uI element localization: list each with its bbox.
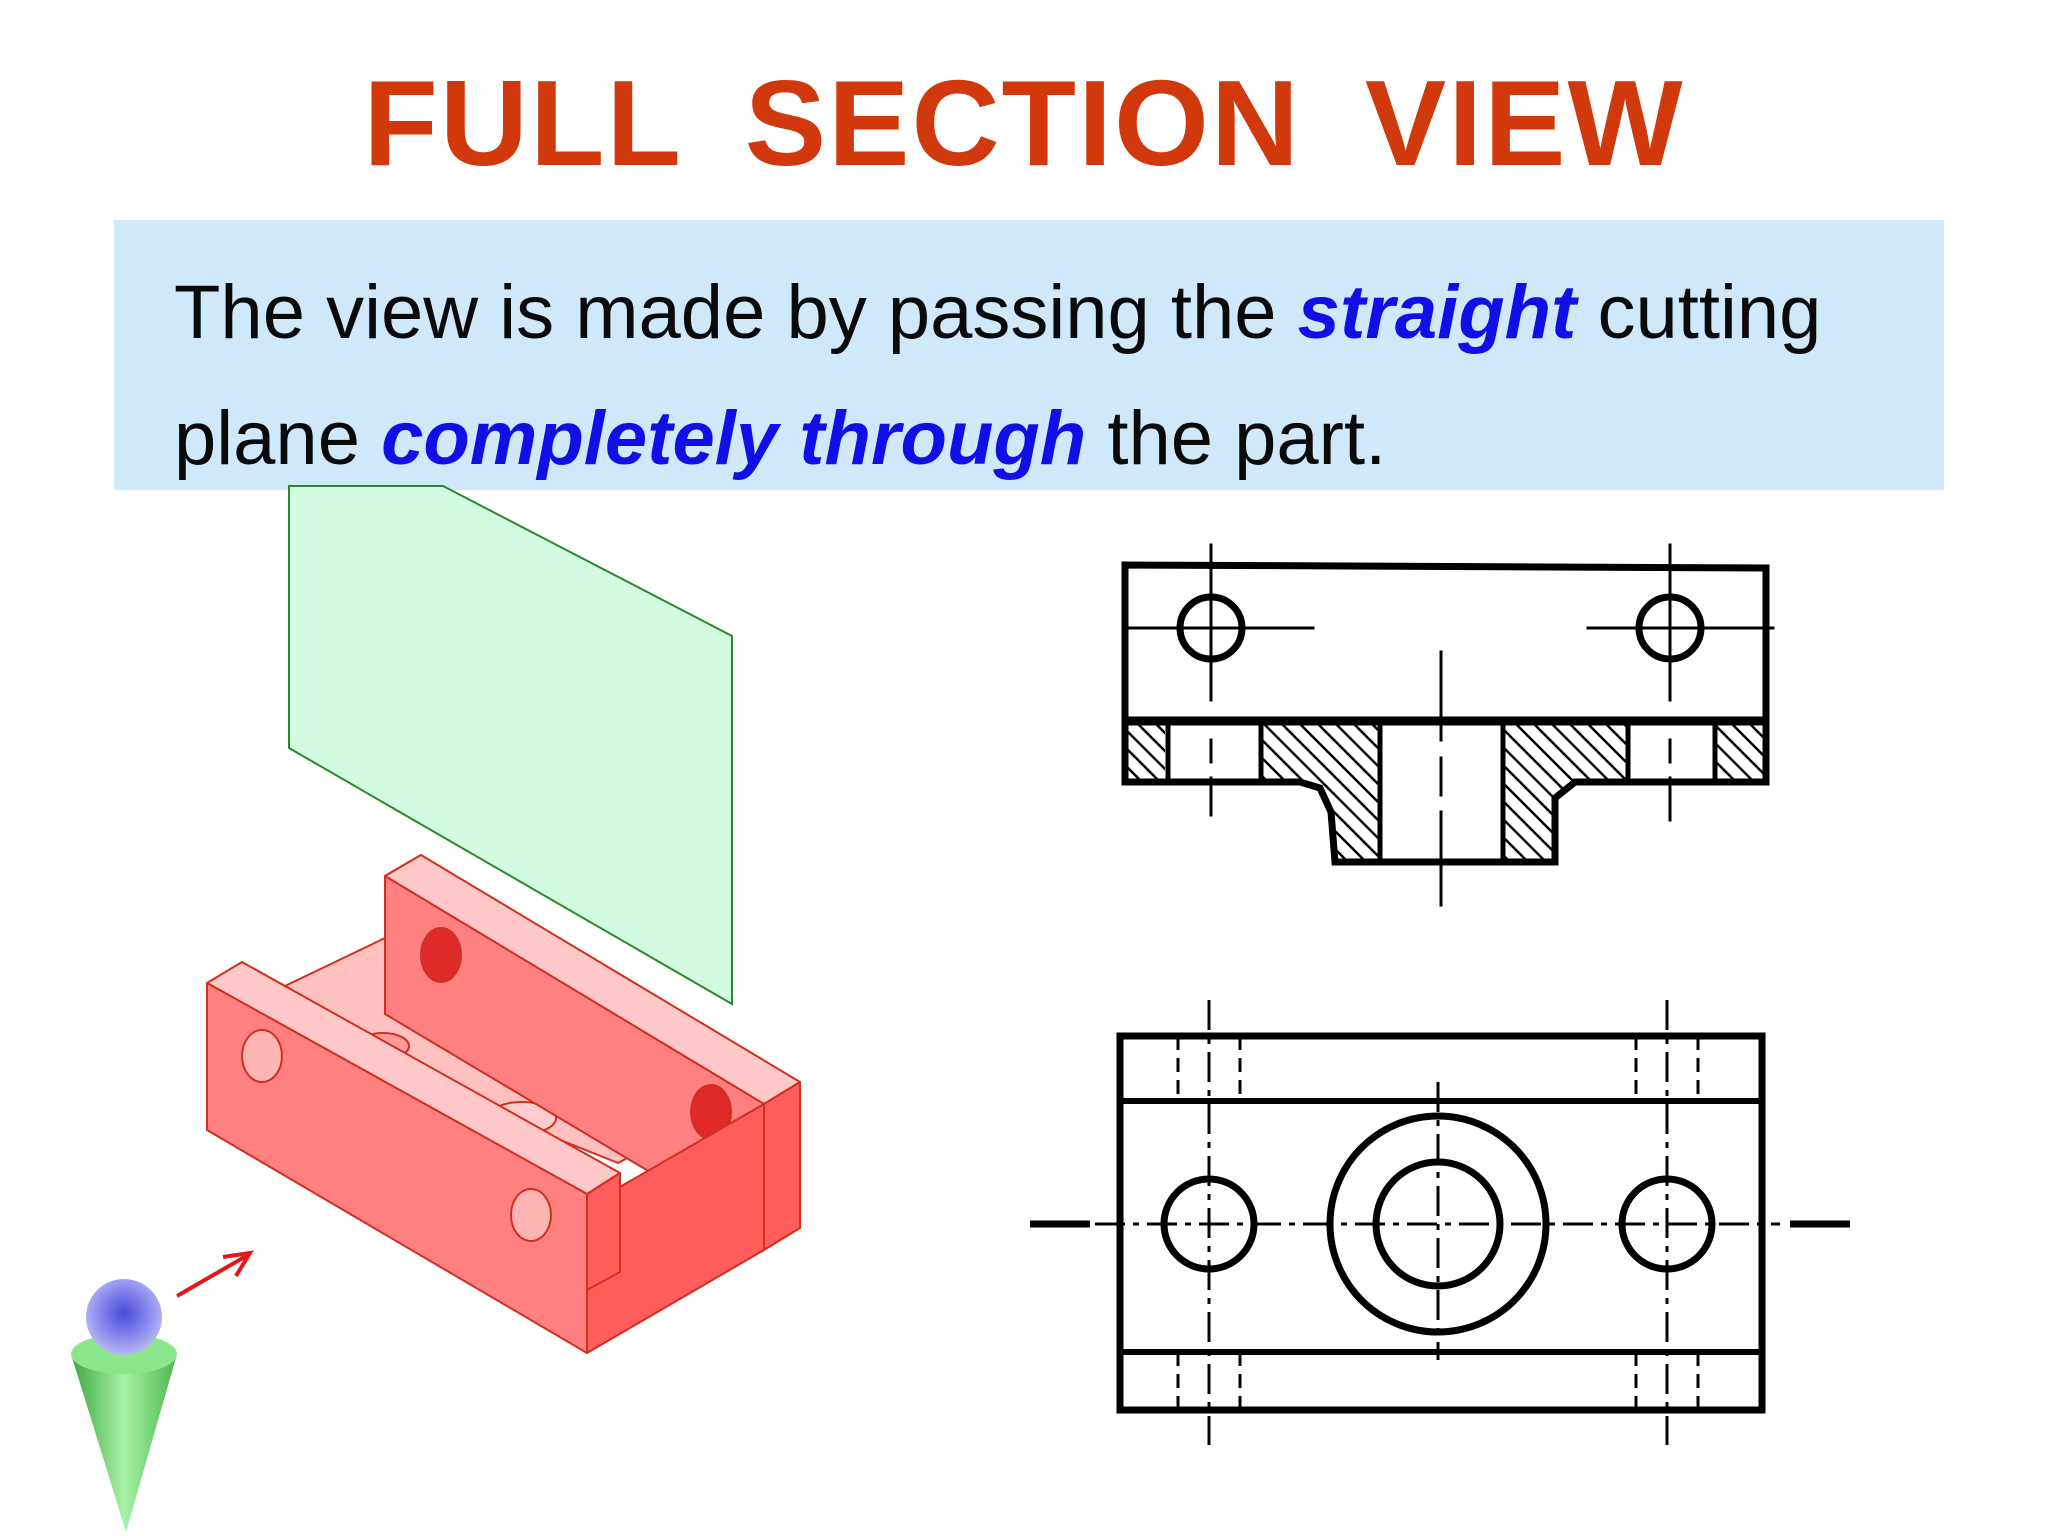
definition-part-2: cutting plane <box>174 270 1822 481</box>
page-title: FULL SECTION VIEW <box>363 55 1685 191</box>
back-wall-hole <box>420 927 462 983</box>
cutting-plane <box>288 485 733 1006</box>
emphasis-completely-through: completely through <box>381 396 1087 481</box>
section-front-view <box>1121 543 1775 907</box>
definition-part-3: the part. <box>1086 396 1387 481</box>
front-wall-face <box>206 982 588 1354</box>
isometric-part <box>206 854 801 1354</box>
definition-text: The view is made by passing the straight… <box>174 250 1944 502</box>
top-view <box>1030 1000 1850 1445</box>
definition-part-1: The view is made by passing the <box>174 270 1298 355</box>
viewer-eye-icon <box>71 1279 177 1532</box>
emphasis-straight: straight <box>1297 270 1577 355</box>
definition-box: The view is made by passing the straight… <box>114 220 1944 490</box>
viewing-direction-arrow-icon <box>175 1250 254 1298</box>
